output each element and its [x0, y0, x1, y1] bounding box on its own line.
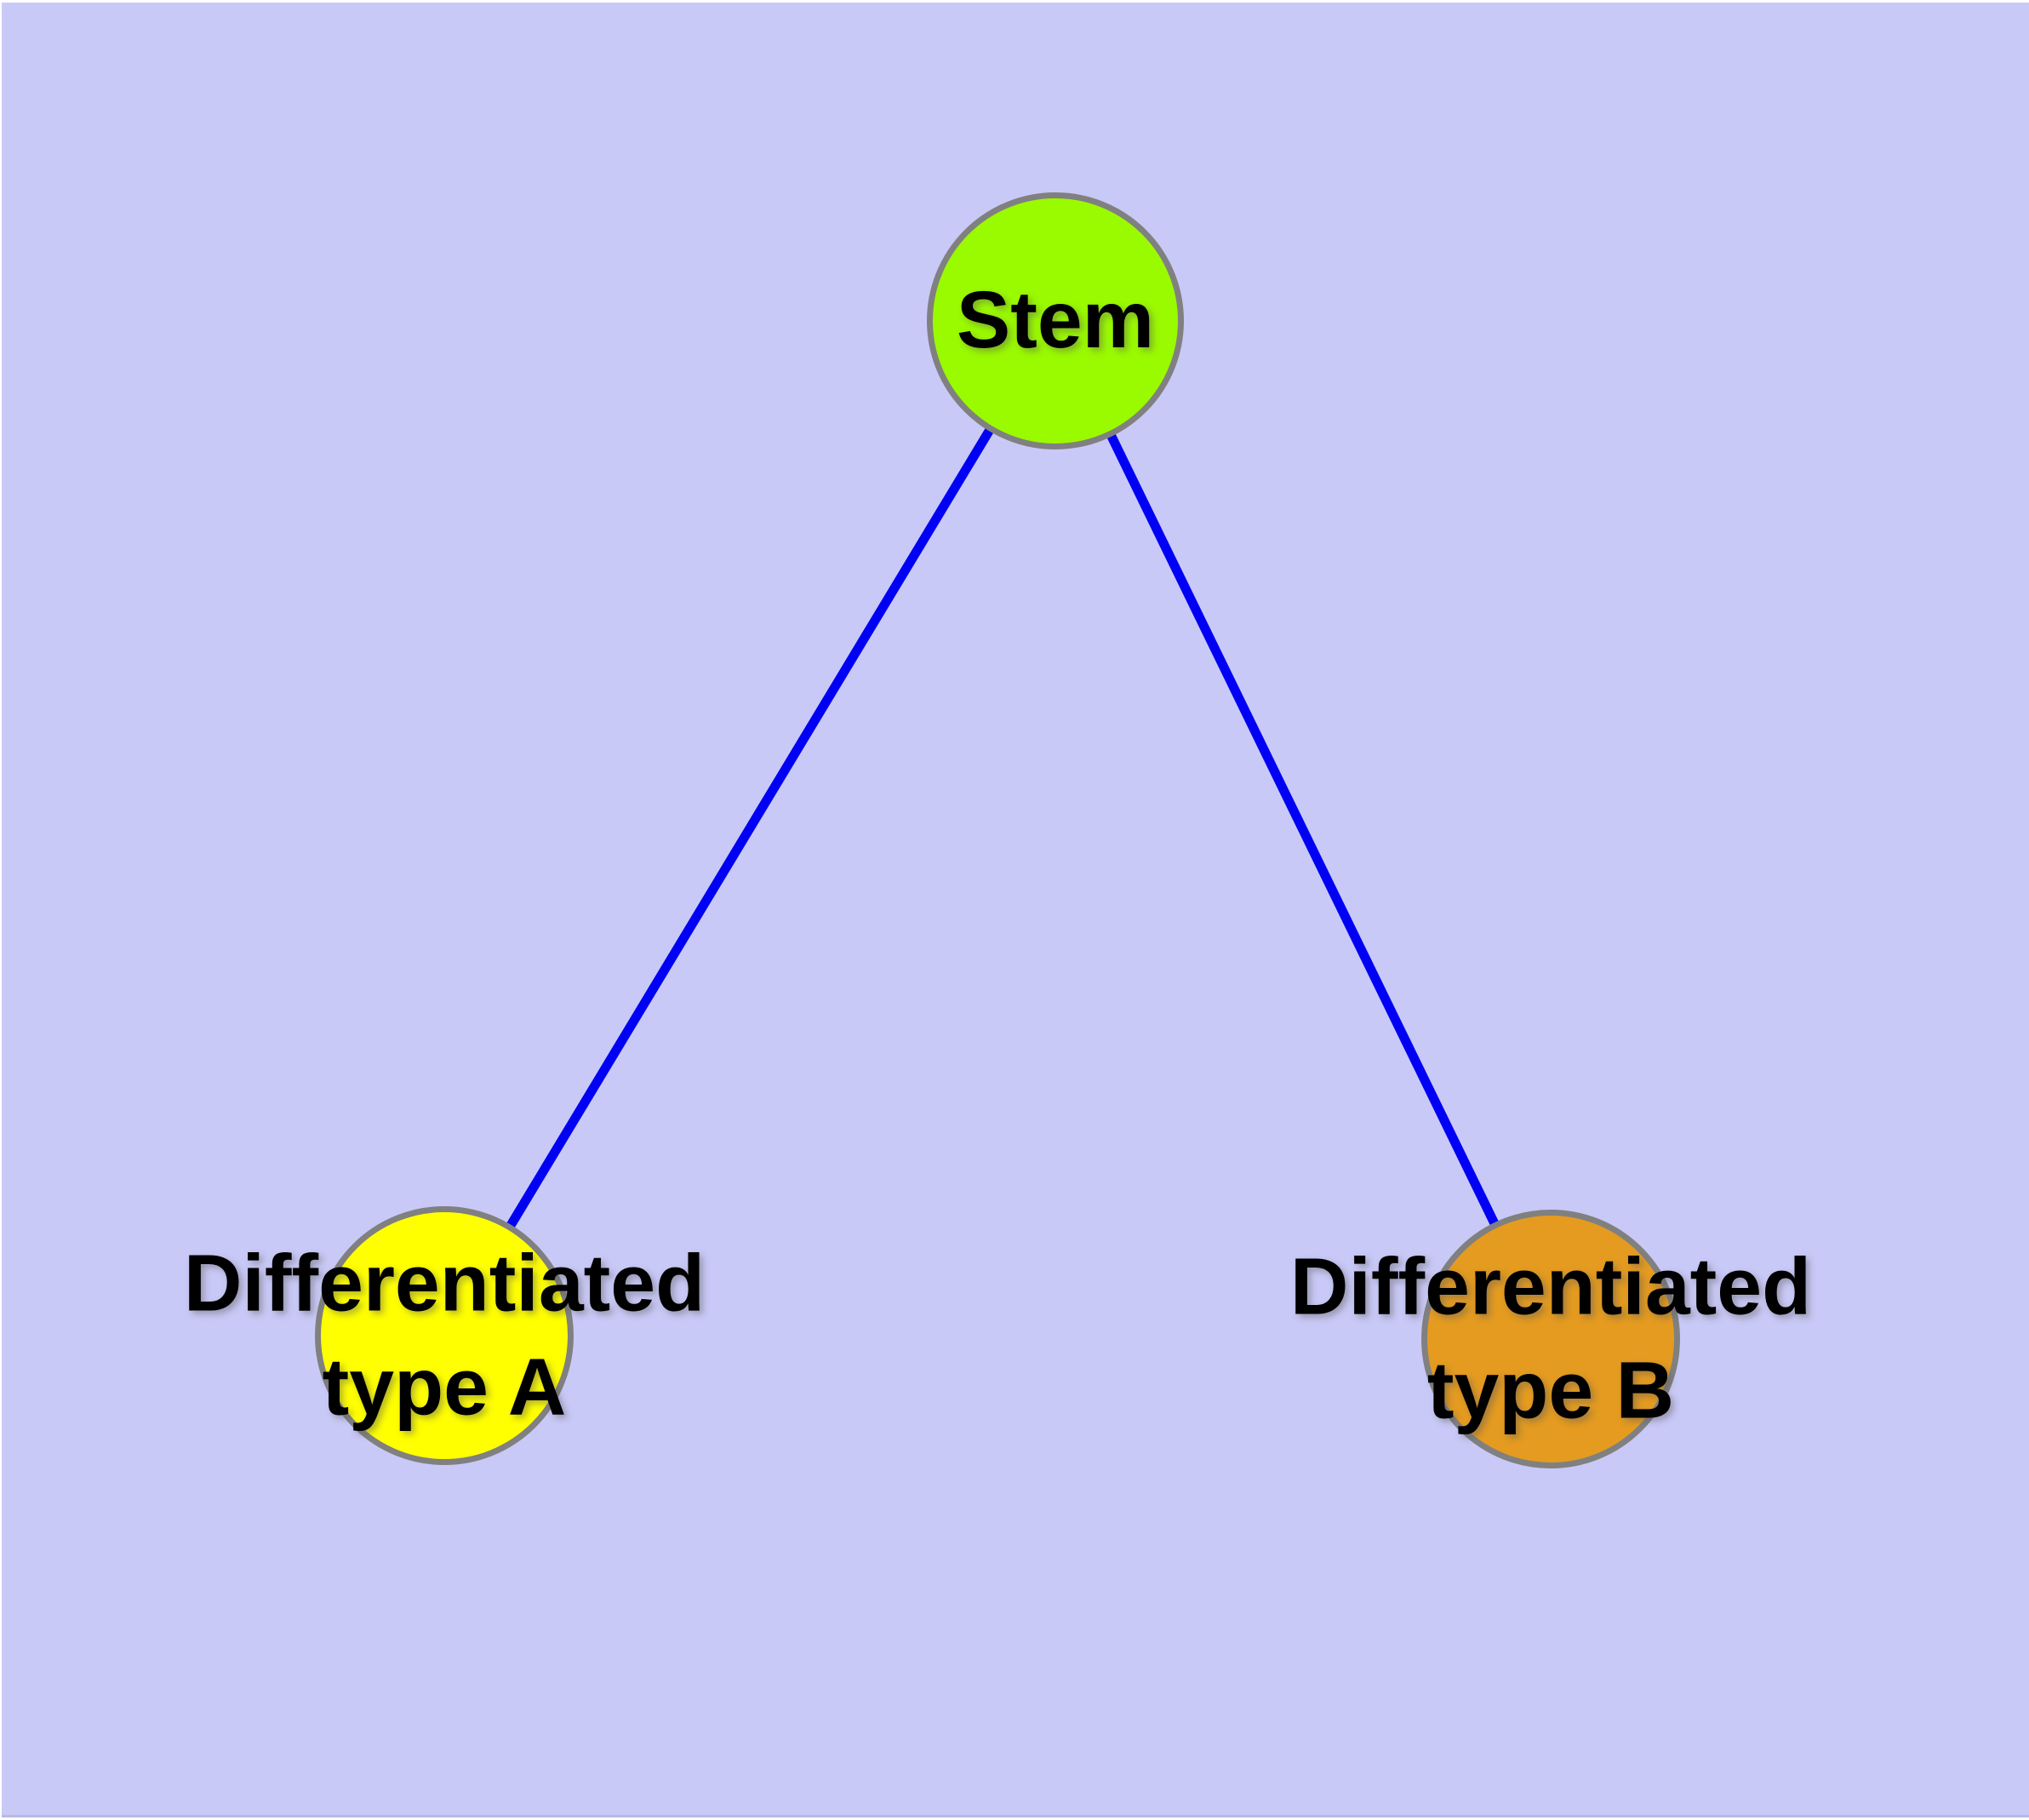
graph-canvas: Stem Differentiated type A Differentiate…: [2, 3, 2029, 1817]
node-differentiated-type-b[interactable]: [1421, 1210, 1680, 1468]
edges-layer: [440, 318, 1555, 1342]
node-stem[interactable]: [927, 192, 1184, 449]
edge-stem-to-diff-b: [1051, 318, 1555, 1342]
edge-stem-to-diff-a: [440, 318, 1060, 1338]
window-bottom-edge: [2, 1815, 2029, 1817]
node-differentiated-type-a[interactable]: [315, 1206, 574, 1465]
